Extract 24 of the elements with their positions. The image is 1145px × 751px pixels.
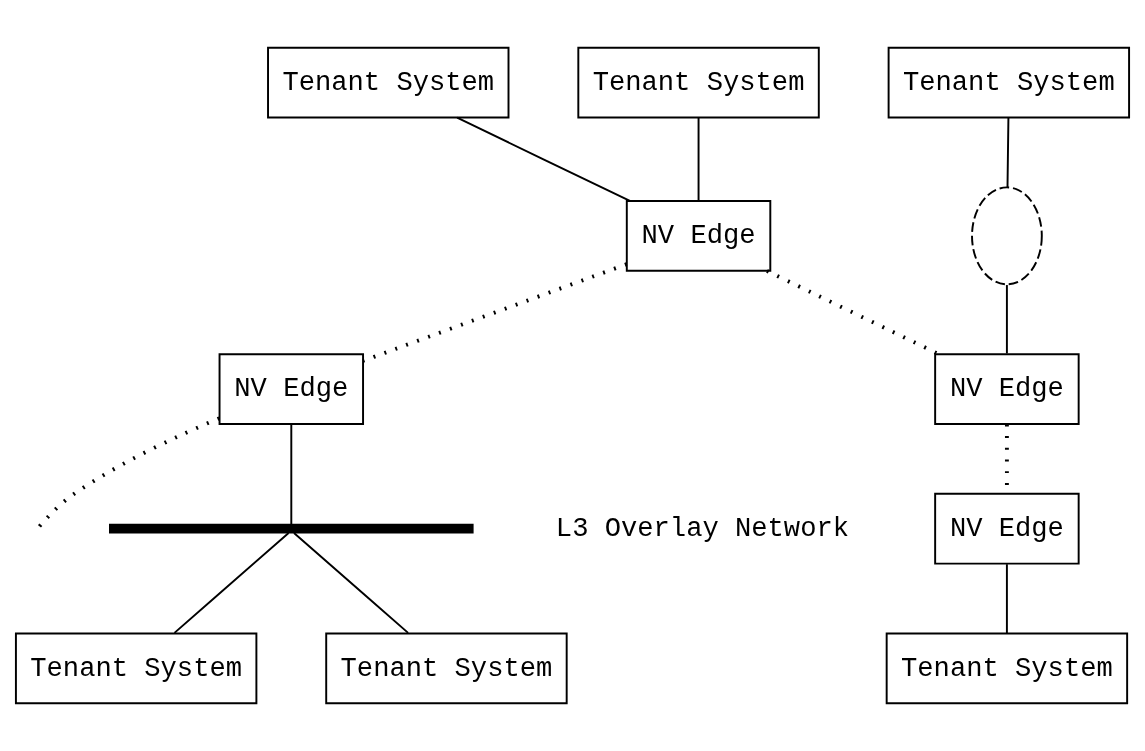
connector xyxy=(1006,116,1010,189)
node-box: Tenant System xyxy=(885,632,1129,705)
connector xyxy=(1005,284,1008,355)
node-box: NV Edge xyxy=(934,492,1080,565)
connector xyxy=(456,116,631,202)
connector xyxy=(697,116,700,202)
label: L3 Overlay Network xyxy=(555,512,850,544)
node-box: NV Edge xyxy=(625,200,772,272)
node-box: Tenant System xyxy=(887,46,1131,119)
node-cloud xyxy=(971,186,1043,286)
node-box: Tenant System xyxy=(14,632,258,705)
connector xyxy=(293,532,410,634)
connector xyxy=(362,262,628,363)
node-box: Tenant System xyxy=(267,46,510,119)
node-box: Tenant System xyxy=(577,46,820,119)
connector xyxy=(766,269,940,356)
connector xyxy=(173,532,290,634)
connector xyxy=(1005,563,1008,635)
node-box: NV Edge xyxy=(218,353,365,425)
node-bar xyxy=(109,523,474,534)
node-box: NV Edge xyxy=(934,353,1080,425)
connector xyxy=(290,423,293,525)
connector xyxy=(37,416,221,528)
node-box: Tenant System xyxy=(325,632,568,705)
